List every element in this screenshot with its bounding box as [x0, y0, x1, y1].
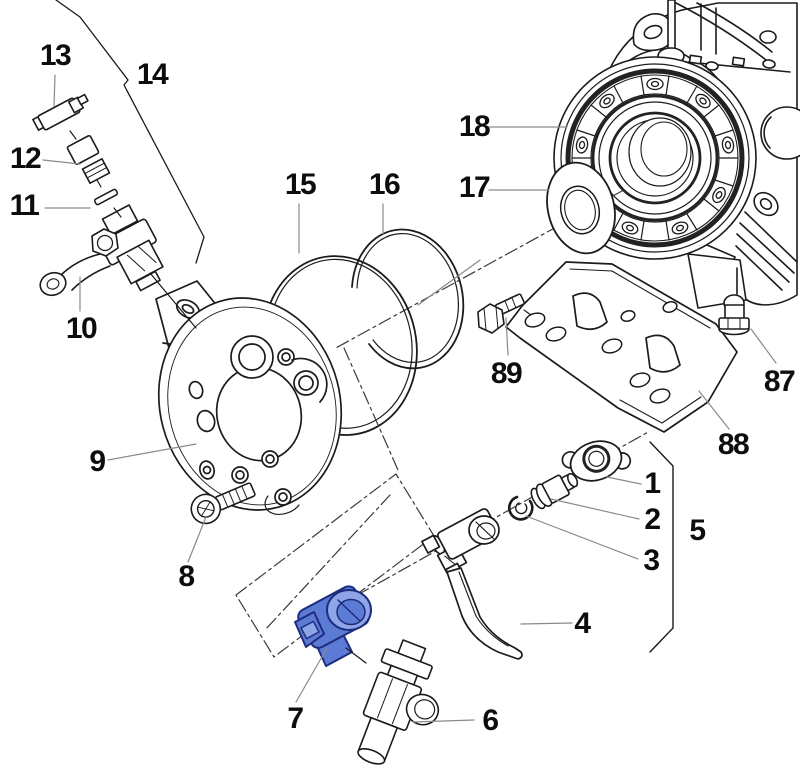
part-7-lug-notch — [300, 620, 320, 640]
highlighted-part-7[interactable] — [294, 584, 372, 667]
housing-fin — [739, 222, 795, 274]
part-1-fitting — [561, 440, 632, 482]
part-16-oring — [351, 228, 465, 370]
part-13-fitting — [32, 93, 89, 131]
part-12-fitting — [66, 134, 111, 185]
part-6-fitting — [357, 639, 440, 765]
part-88-bracket — [505, 261, 738, 433]
leader-lines — [42, 74, 777, 723]
housing-fin — [744, 211, 798, 263]
part-17-seal — [546, 161, 616, 255]
part-4-valve-lever — [421, 508, 523, 660]
part-9-flange — [155, 280, 343, 515]
part-3-washer — [507, 495, 534, 521]
housing-fin — [736, 233, 790, 283]
housing-stud — [667, 0, 676, 53]
part-15-oring — [263, 255, 418, 436]
housing-fin — [735, 245, 783, 291]
part-87-plug — [718, 294, 750, 336]
part-2-plunger — [530, 472, 579, 510]
group-bracket-5 — [649, 441, 674, 653]
part-10-valve — [39, 204, 164, 297]
part-11-pin — [93, 188, 119, 206]
oring-18 — [565, 68, 745, 248]
housing-lug-hole — [643, 24, 663, 40]
group-line-14 — [55, 0, 205, 264]
part-89-bolt — [477, 293, 525, 334]
part-8-bolt — [190, 482, 256, 525]
